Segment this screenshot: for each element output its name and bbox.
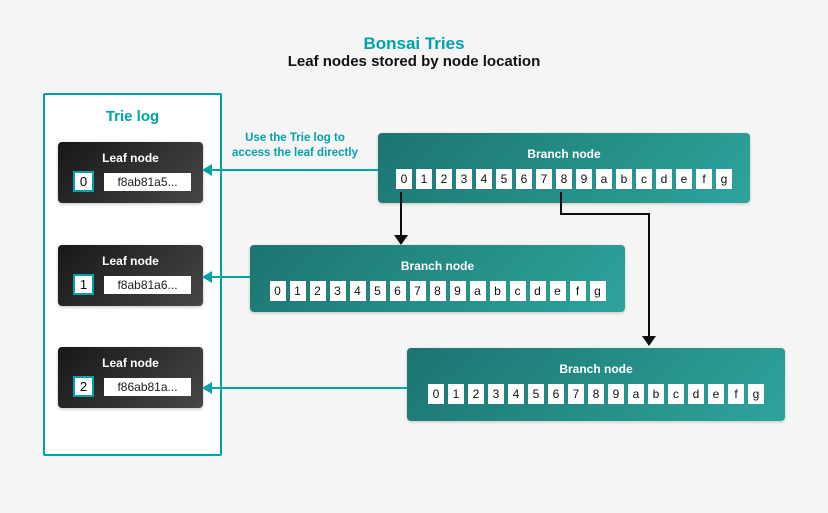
leaf-node-row: 2 f86ab81a... <box>73 376 203 397</box>
leaf-index-box: 2 <box>73 376 94 397</box>
trie-log-title: Trie log <box>105 108 160 125</box>
annotation-line-2: access the leaf directly <box>232 147 358 159</box>
page-subtitle: Leaf nodes stored by node location <box>287 53 541 70</box>
branch-node-label: Branch node <box>559 362 633 376</box>
branch-cell: 7 <box>536 169 552 189</box>
branch-cell: b <box>616 169 632 189</box>
branch-cell: a <box>628 384 644 404</box>
leaf-hash-value: f8ab81a6... <box>104 275 191 294</box>
branch-cell: e <box>676 169 692 189</box>
arrow-left-icon <box>202 164 212 176</box>
branch-cell: 8 <box>556 169 572 189</box>
leaf-node-card-1: Leaf node 1 f8ab81a6... <box>58 245 203 306</box>
arrow-left-icon <box>202 382 212 394</box>
branch-cell: 6 <box>516 169 532 189</box>
branch-cell: 4 <box>476 169 492 189</box>
branch-cell: 4 <box>349 281 366 301</box>
trie-log-panel: Trie log Leaf node 0 f8ab81a5... Leaf no… <box>43 93 222 456</box>
leaf-node-label: Leaf node <box>102 151 159 165</box>
branch-cell: 1 <box>448 384 464 404</box>
branch-cell: g <box>716 169 732 189</box>
arrow-line-branch0-to-leaf0 <box>211 169 378 171</box>
branch-cell: c <box>636 169 652 189</box>
leaf-node-row: 0 f8ab81a5... <box>73 171 203 192</box>
branch-cell: 7 <box>409 281 426 301</box>
arrow-left-icon <box>202 271 212 283</box>
branch-cell: 0 <box>396 169 412 189</box>
branch-cell: 0 <box>269 281 286 301</box>
branch-cell: 6 <box>548 384 564 404</box>
arrow-down-icon <box>642 336 656 346</box>
branch-cell: f <box>728 384 744 404</box>
branch-cell: 5 <box>528 384 544 404</box>
branch-cell: b <box>648 384 664 404</box>
branch-cell: 5 <box>496 169 512 189</box>
leaf-node-label: Leaf node <box>102 356 159 370</box>
branch-cell: 3 <box>488 384 504 404</box>
leaf-hash-value: f86ab81a... <box>104 377 191 396</box>
branch-cell: 9 <box>449 281 466 301</box>
branch-cell: 8 <box>429 281 446 301</box>
leaf-index-box: 1 <box>73 274 94 295</box>
branch-node-label: Branch node <box>400 259 475 273</box>
arrow-line-cell8-segment-3 <box>648 213 650 336</box>
branch-cell: 2 <box>309 281 326 301</box>
arrow-line-cell0-to-branch1 <box>400 192 402 235</box>
branch-cell: 8 <box>588 384 604 404</box>
branch-cell: 9 <box>608 384 624 404</box>
branch-cell: 2 <box>436 169 452 189</box>
branch-node-label: Branch node <box>527 147 601 161</box>
arrow-line-branch2-to-leaf2 <box>211 387 407 389</box>
leaf-node-card-0: Leaf node 0 f8ab81a5... <box>58 142 203 203</box>
branch-cell: a <box>596 169 612 189</box>
branch-cell: 0 <box>428 384 444 404</box>
page-title: Bonsai Tries <box>363 34 465 53</box>
branch-cell: 9 <box>576 169 592 189</box>
annotation-line-1: Use the Trie log to <box>245 132 345 144</box>
branch-cell: 4 <box>508 384 524 404</box>
branch-cell: 1 <box>289 281 306 301</box>
branch-cell: 7 <box>568 384 584 404</box>
branch-cell: d <box>656 169 672 189</box>
branch-cell: 6 <box>389 281 406 301</box>
branch-cell: 5 <box>369 281 386 301</box>
branch-cell: g <box>589 281 606 301</box>
annotation-note: Use the Trie log to access the leaf dire… <box>215 131 375 161</box>
branch-cell: d <box>688 384 704 404</box>
branch-cell: 3 <box>456 169 472 189</box>
arrow-line-cell8-segment-2 <box>560 213 650 215</box>
branch-cell: e <box>708 384 724 404</box>
branch-cell: 1 <box>416 169 432 189</box>
branch-cell: a <box>469 281 486 301</box>
leaf-index-box: 0 <box>73 171 94 192</box>
branch-cell: f <box>696 169 712 189</box>
branch-cell: 2 <box>468 384 484 404</box>
leaf-node-row: 1 f8ab81a6... <box>73 274 203 295</box>
branch-cell: g <box>748 384 764 404</box>
leaf-node-label: Leaf node <box>102 254 159 268</box>
arrow-line-cell8-segment-1 <box>560 192 562 215</box>
leaf-hash-value: f8ab81a5... <box>104 172 191 191</box>
branch-cell: c <box>668 384 684 404</box>
branch-cell: b <box>489 281 506 301</box>
branch-cell: c <box>509 281 526 301</box>
arrow-down-icon <box>394 235 408 245</box>
branch-cell: 3 <box>329 281 346 301</box>
arrow-line-branch1-to-leaf1 <box>211 276 250 278</box>
leaf-node-card-2: Leaf node 2 f86ab81a... <box>58 347 203 408</box>
branch-cell: e <box>549 281 566 301</box>
branch-cell: d <box>529 281 546 301</box>
branch-cell: f <box>569 281 586 301</box>
